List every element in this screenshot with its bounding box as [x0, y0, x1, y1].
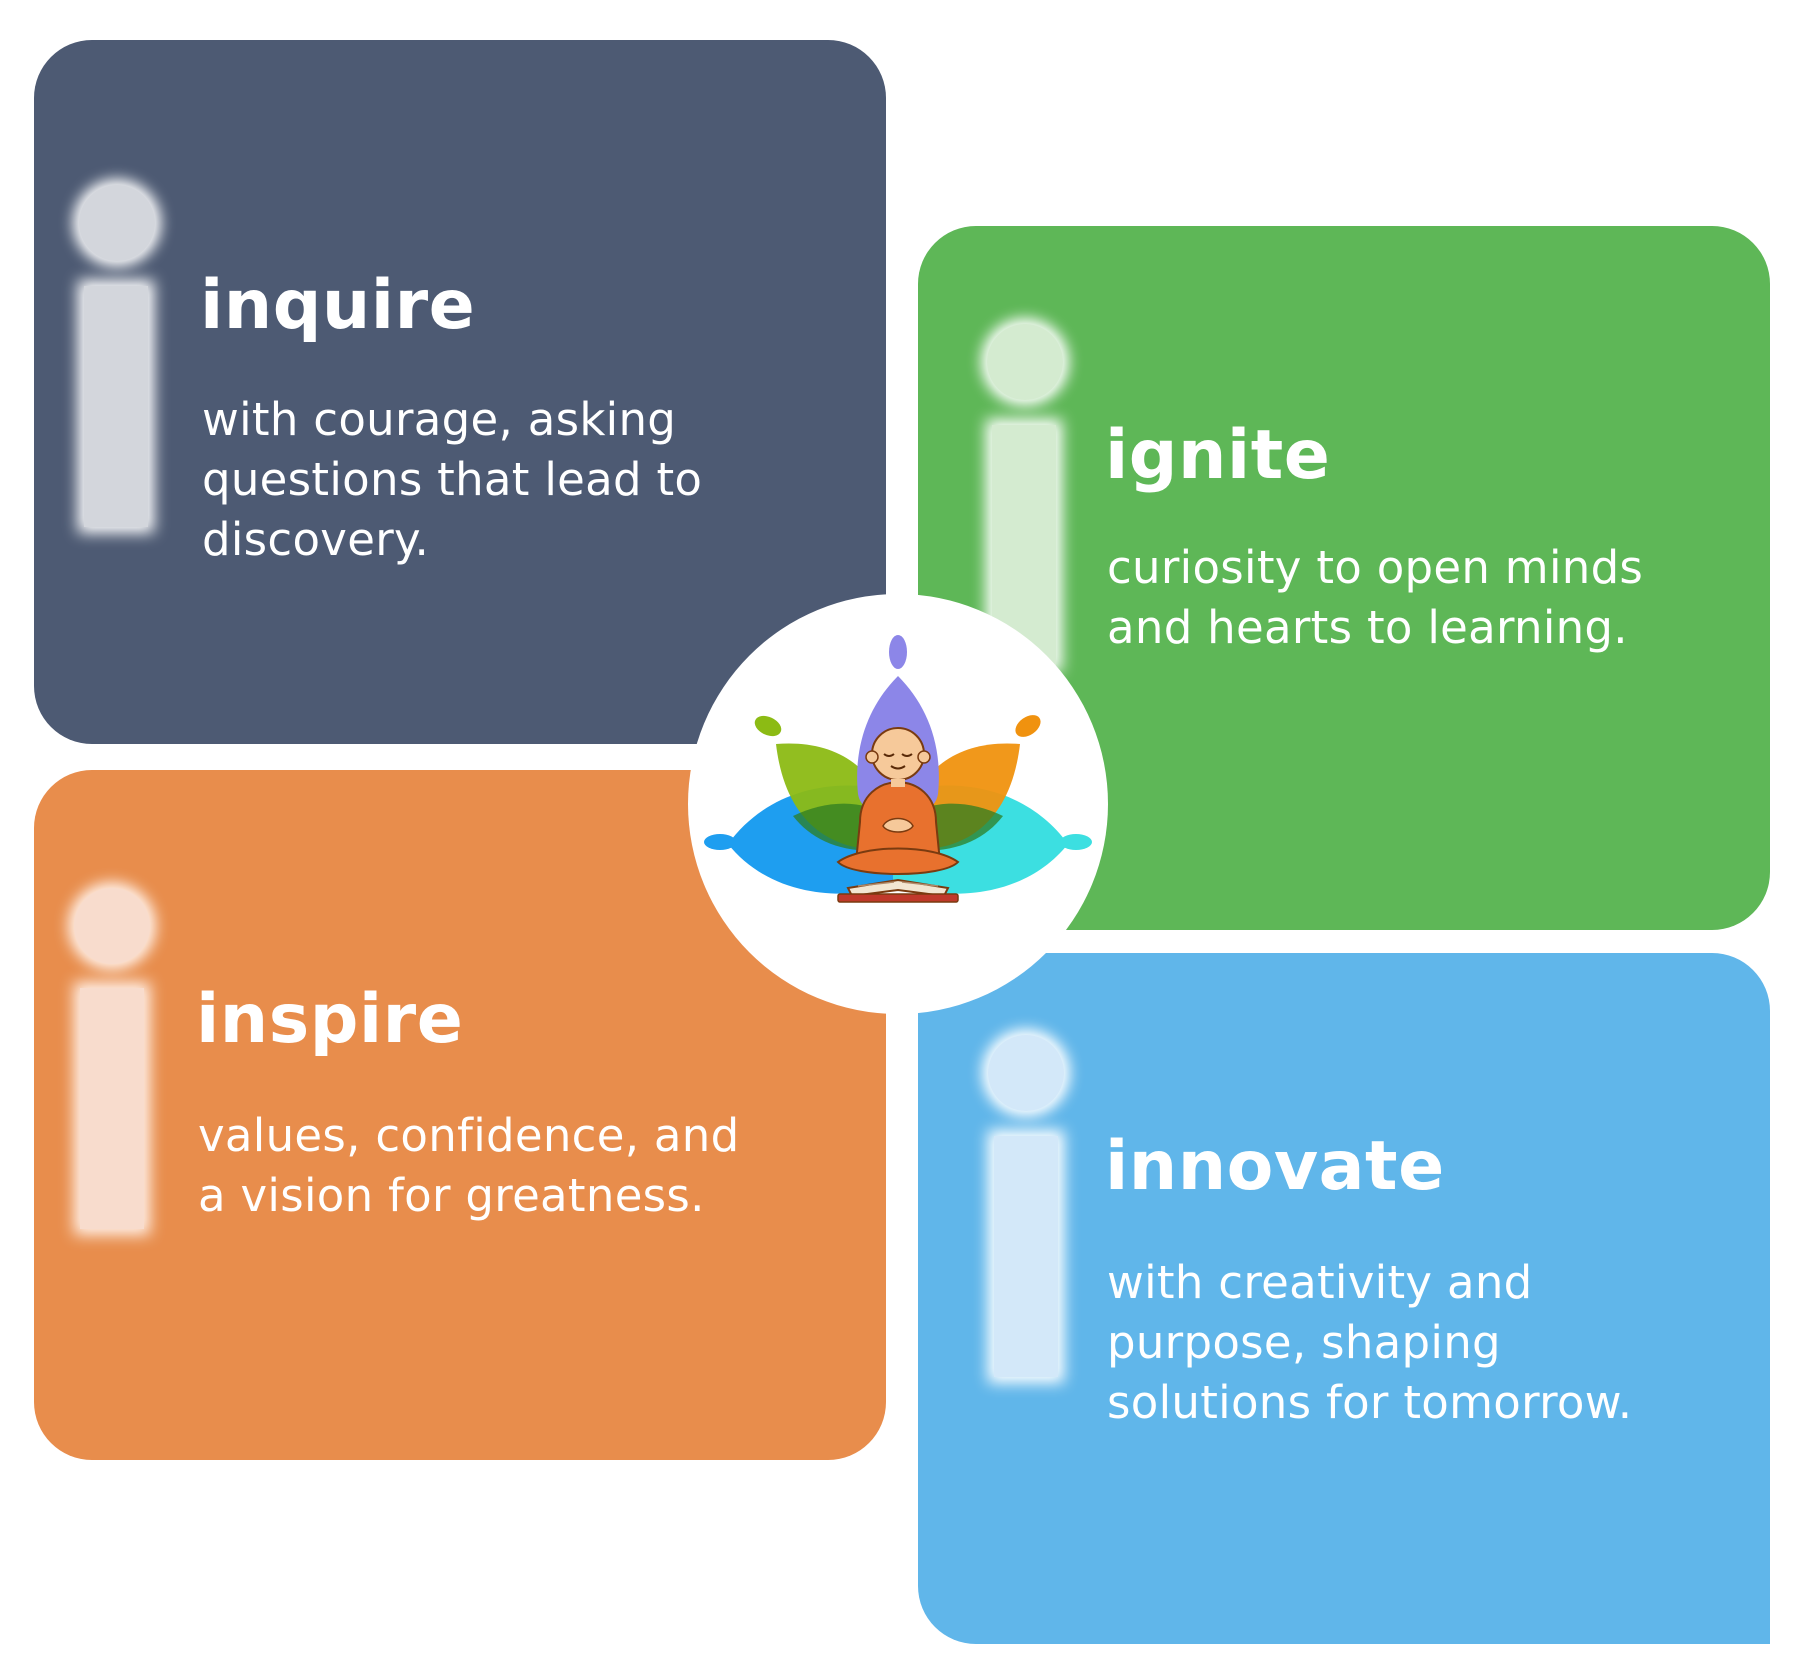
monk-ear-right — [917, 750, 931, 764]
monk-ear-left — [865, 750, 879, 764]
droplet-far-right — [1060, 834, 1092, 850]
card-title: ignite — [1105, 416, 1331, 495]
card-description: with courage, asking questions that lead… — [202, 390, 702, 570]
card-description-line: with courage, asking — [202, 393, 677, 446]
monk-smile — [890, 765, 906, 770]
meditating-monk-lotus-logo-icon — [704, 635, 1092, 903]
letter-i-stem-icon — [80, 988, 144, 1229]
card-description-line: discovery. — [202, 513, 430, 566]
monk-neck — [891, 779, 905, 787]
droplet-far-left — [704, 834, 736, 850]
card-description-line: questions that lead to — [202, 453, 703, 506]
card-title: inspire — [196, 980, 464, 1059]
card-innovate: innovate with creativity and purpose, sh… — [918, 953, 1770, 1644]
card-description-line: values, confidence, and — [198, 1109, 740, 1162]
letter-i-dot-icon — [987, 324, 1063, 400]
letter-i-dot-icon — [79, 185, 155, 261]
card-description-line: curiosity to open minds — [1107, 541, 1644, 594]
card-inquire: inquire with courage, asking questions t… — [34, 40, 886, 744]
droplet-top — [889, 635, 907, 669]
droplet-left — [754, 715, 782, 737]
card-description-line: a vision for greatness. — [198, 1169, 705, 1222]
letter-i-stem-icon — [84, 286, 148, 527]
card-description: values, confidence, and a vision for gre… — [198, 1106, 739, 1226]
card-title: innovate — [1105, 1127, 1445, 1206]
card-description: curiosity to open minds and hearts to le… — [1107, 538, 1643, 658]
monk-hands — [882, 817, 914, 833]
card-description: with creativity and purpose, shaping sol… — [1107, 1253, 1632, 1433]
monk-head — [871, 727, 925, 781]
card-title: inquire — [200, 266, 476, 345]
letter-i-stem-icon — [994, 1136, 1058, 1377]
card-description-line: purpose, shaping — [1107, 1316, 1501, 1369]
card-description-line: and hearts to learning. — [1107, 601, 1628, 654]
droplet-right — [1015, 715, 1041, 737]
book-base — [837, 893, 959, 903]
monk-crossed-legs — [836, 847, 960, 875]
card-description-line: with creativity and — [1107, 1256, 1533, 1309]
letter-i-dot-icon — [74, 888, 150, 964]
monk-closed-eye-left — [883, 753, 895, 757]
center-logo-badge — [688, 594, 1108, 1014]
letter-i-dot-icon — [988, 1035, 1064, 1111]
card-description-line: solutions for tomorrow. — [1107, 1376, 1633, 1429]
monk-closed-eye-right — [901, 753, 913, 757]
